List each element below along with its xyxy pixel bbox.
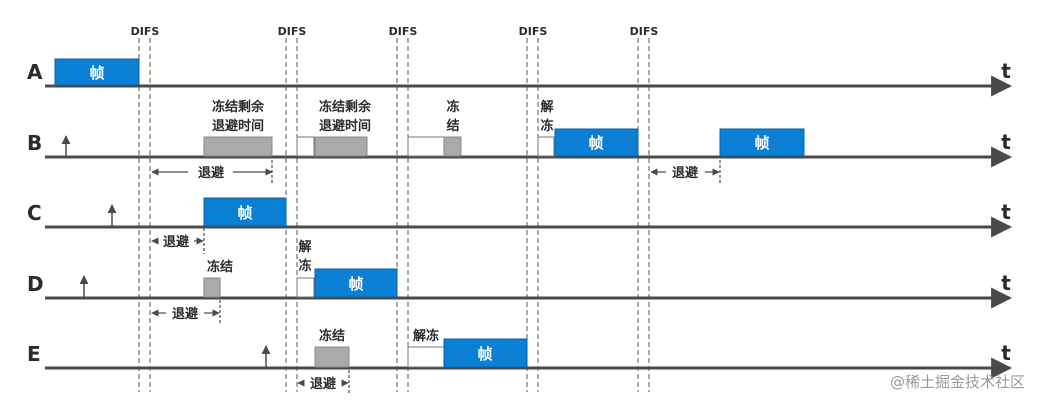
frozen-boxes (203, 136, 462, 368)
frame-d (314, 268, 398, 298)
frame-b1 (554, 128, 639, 157)
backoff-spans (151, 160, 721, 395)
difs-label: DIFS (278, 25, 307, 38)
d-freeze: 冻结 (207, 259, 233, 275)
backoff-labels: 退避 退避 退避 退避 退避 (163, 165, 698, 392)
b-freeze-remaining-1-line1: 冻结剩余 (212, 99, 265, 115)
station-label-a: A (27, 60, 43, 84)
axis-t-label: t (1001, 200, 1011, 224)
difs-label: DIFS (519, 25, 548, 38)
b-freeze-remaining-2-line2: 退避时间 (319, 118, 371, 134)
frozen-box-b3 (443, 136, 462, 157)
axis-t-label: t (1001, 130, 1011, 154)
watermark: @稀土掘金技术社区 (890, 373, 1025, 391)
e-freeze: 冻结 (319, 328, 345, 344)
backoff-label-d: 退避 (172, 306, 198, 322)
backoff-label-b2: 退避 (672, 165, 698, 181)
frame-label: 帧 (477, 345, 492, 363)
time-axes (45, 75, 1013, 379)
backoff-label-e: 退避 (310, 376, 336, 392)
backoff-label-b1: 退避 (198, 165, 224, 181)
b-freeze-line1: 冻 (446, 99, 459, 115)
frame-label: 帧 (348, 275, 363, 293)
station-label-e: E (27, 342, 41, 366)
station-labels: A B C D E (27, 60, 44, 366)
station-label-b: B (27, 131, 42, 155)
station-label-d: D (27, 272, 44, 296)
b-unfreeze-line2: 冻 (540, 118, 553, 134)
axis-t-labels: t t t t t (1001, 59, 1011, 365)
e-unfreeze: 解冻 (412, 328, 439, 344)
frame-label: 帧 (89, 64, 104, 82)
b-freeze-remaining-1-line2: 退避时间 (212, 118, 264, 134)
annotations: 冻结剩余 退避时间 冻结剩余 退避时间 冻 结 解 冻 冻结 解 冻 冻结 解冻 (207, 99, 554, 344)
station-label-c: C (27, 201, 42, 225)
frozen-box-e (314, 346, 350, 368)
d-unfreeze-line1: 解 (297, 239, 311, 255)
difs-label: DIFS (630, 25, 659, 38)
frozen-box-b2 (314, 136, 368, 157)
difs-label: DIFS (131, 25, 160, 38)
b-freeze-line2: 结 (446, 118, 459, 134)
difs-label: DIFS (389, 25, 418, 38)
frame-a (54, 58, 140, 86)
axis-t-label: t (1001, 59, 1011, 83)
frame-c (203, 197, 287, 227)
axis-t-label: t (1001, 341, 1011, 365)
frames: 帧 帧 帧 帧 帧 帧 (54, 58, 805, 368)
d-unfreeze-line2: 冻 (298, 258, 311, 274)
frame-label: 帧 (754, 134, 769, 152)
backoff-label-c: 退避 (163, 234, 189, 250)
arrival-arrows (61, 135, 271, 368)
frame-label: 帧 (588, 134, 603, 152)
b-freeze-remaining-2-line1: 冻结剩余 (319, 99, 372, 115)
frame-b2 (719, 128, 805, 157)
frame-e (443, 338, 528, 368)
idle-boxes (296, 136, 555, 368)
frozen-box-d (203, 277, 221, 298)
axis-t-label: t (1001, 271, 1011, 295)
difs-labels: DIFS DIFS DIFS DIFS DIFS (131, 25, 659, 38)
frame-label: 帧 (237, 204, 252, 222)
frozen-box-b1 (203, 136, 273, 157)
b-unfreeze-line1: 解 (539, 99, 553, 115)
difs-markers (138, 38, 650, 392)
